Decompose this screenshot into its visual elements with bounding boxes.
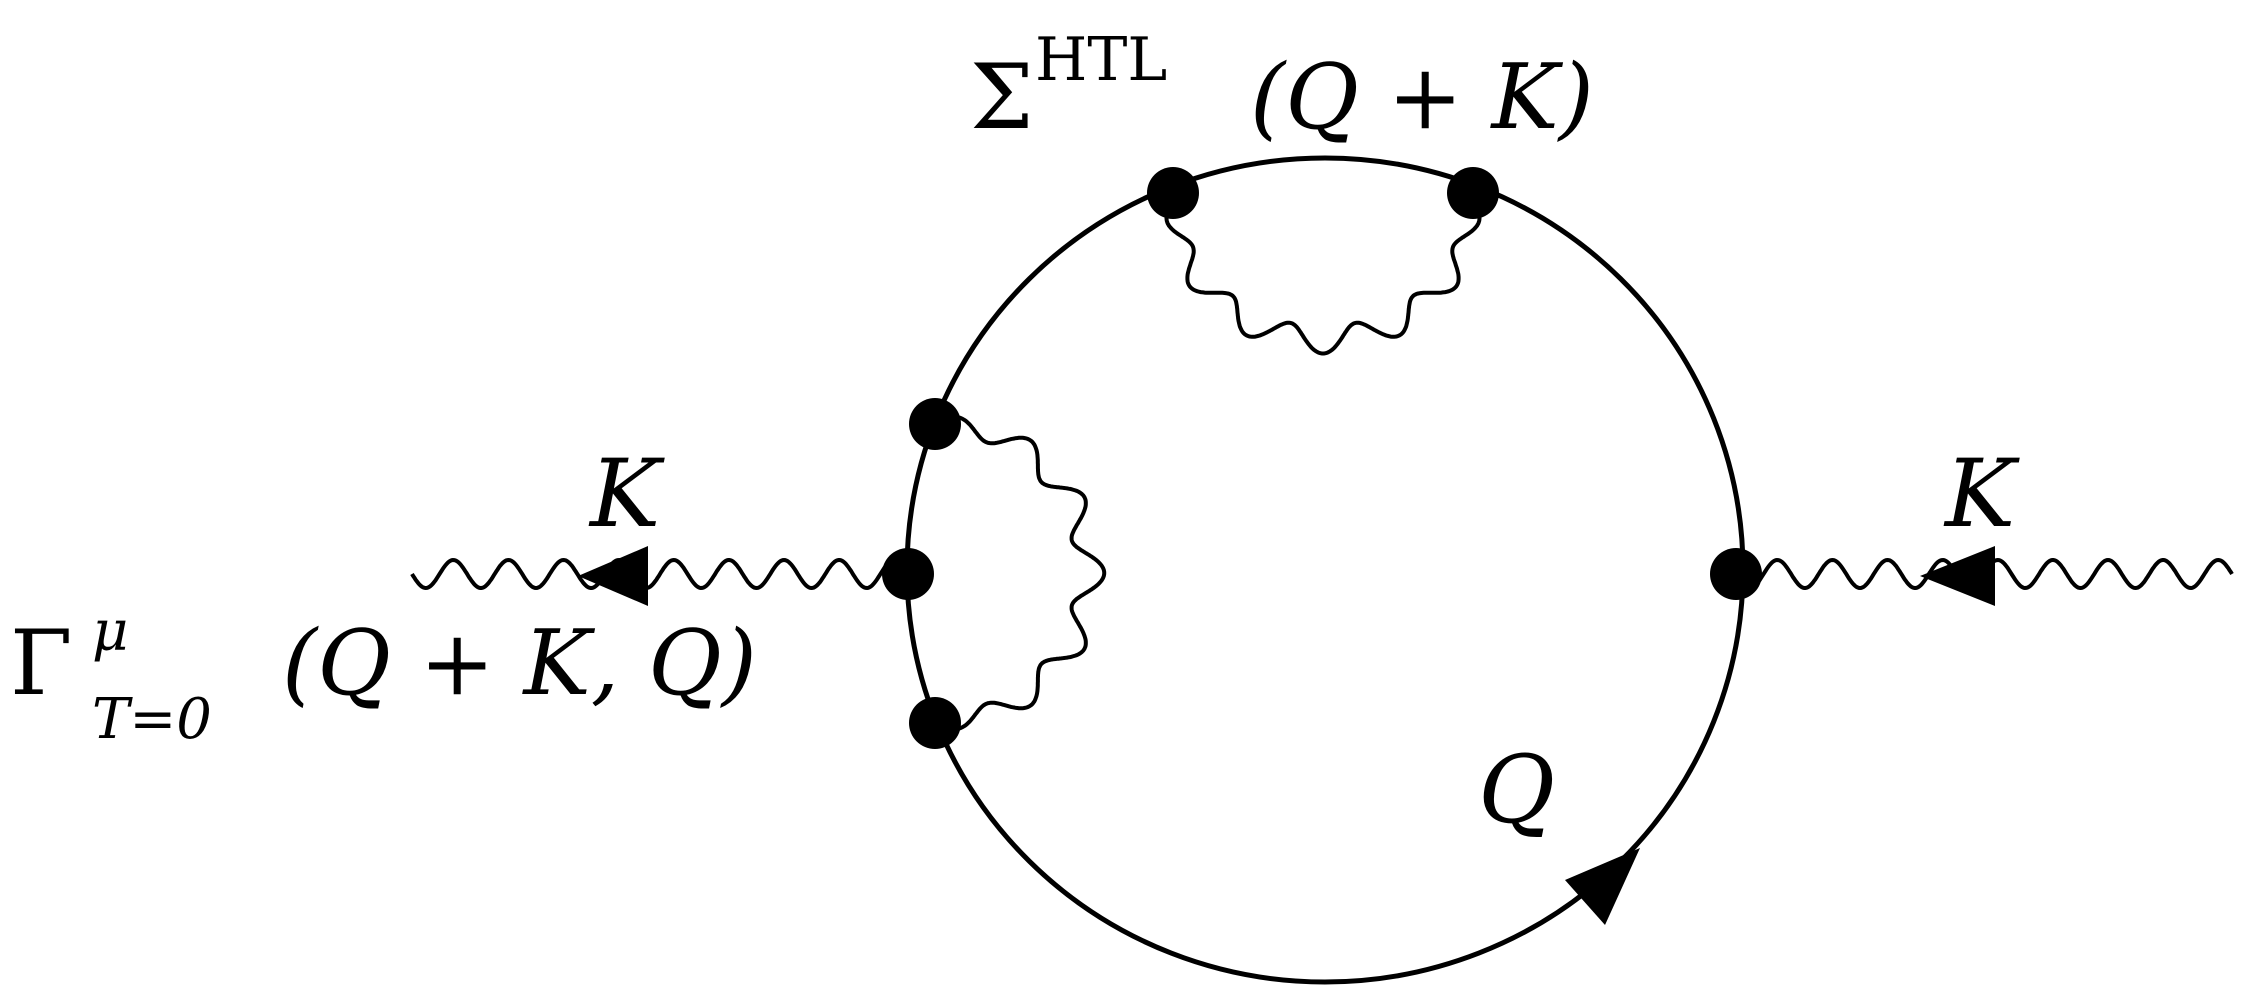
loop-momentum-label: Q [1478, 736, 1555, 845]
vertex-correction-bottom [909, 697, 961, 749]
self-energy-photon [1164, 199, 1482, 356]
vertex-correction-photon [934, 414, 1107, 732]
gamma-symbol: Γ [10, 611, 72, 716]
sigma-symbol: Σ [970, 45, 1034, 150]
sigma-superscript: HTL [1035, 25, 1167, 95]
gamma-subscript: T=0 [92, 687, 212, 752]
external-momentum-right-label: K [1943, 440, 2020, 549]
vertex-right [1710, 548, 1762, 600]
vertex-correction-top [909, 398, 961, 450]
vertex-self-energy-left [1147, 167, 1199, 219]
vertex-left [882, 548, 934, 600]
gamma-argument: (Q + K, Q) [282, 611, 757, 716]
sigma-argument: (Q + K) [1250, 45, 1594, 150]
external-momentum-left-label: K [588, 440, 665, 549]
vertex-self-energy-right [1447, 167, 1499, 219]
arrow-right-photon [1920, 546, 1995, 606]
external-photon-left [410, 557, 910, 591]
gamma-superscript: μ [92, 599, 128, 664]
arrow-fermion-loop [1565, 848, 1640, 925]
arrow-left-photon [578, 546, 648, 606]
